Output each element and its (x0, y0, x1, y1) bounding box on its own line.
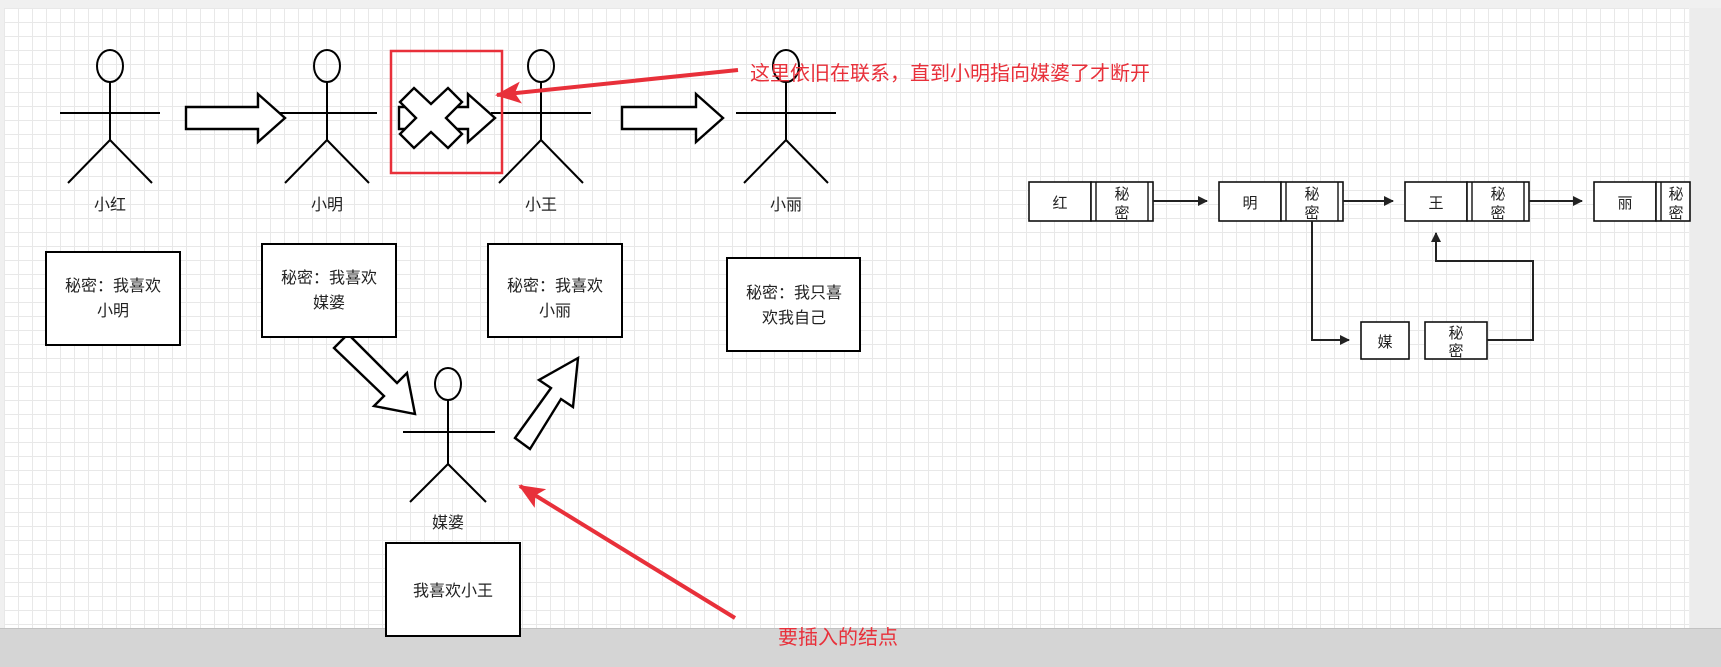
actor-label-xiaohong: 小红 (94, 195, 126, 214)
secret-xiaoming-line2: 媒婆 (313, 293, 345, 312)
actor-label-xiaoli: 小丽 (770, 195, 802, 214)
arrow-meipo-to-xiaowang (513, 355, 580, 451)
list-node-li-next-top: 秘 (1668, 185, 1683, 203)
list-node-mei-next-top: 秘 (1448, 324, 1463, 342)
secret-meipo-line1: 我喜欢小王 (413, 581, 493, 600)
secret-box-xiaowang: 秘密：我喜欢 小丽 (487, 243, 623, 338)
actor-xiaohong (60, 49, 160, 184)
bottom-scrollbar[interactable] (0, 628, 1721, 667)
link-ming-to-mei (1311, 221, 1350, 345)
list-node-wang-next-bottom: 密 (1490, 204, 1505, 222)
actor-label-xiaoming: 小明 (311, 195, 343, 214)
actor-xiaoming (277, 49, 377, 184)
link-mei-to-wang (1431, 232, 1534, 341)
annotation-bottom-text: 要插入的结点 (778, 625, 898, 649)
list-node-mei-data: 媒 (1377, 333, 1392, 351)
secret-xiaohong-line1: 秘密：我喜欢 (65, 276, 161, 295)
arrow-xiaowang-to-xiaoli (620, 91, 725, 145)
list-node-li: 丽 秘 密 (1593, 181, 1691, 222)
list-node-ming: 明 秘 密 (1218, 181, 1344, 222)
secret-box-meipo: 我喜欢小王 (385, 542, 521, 637)
list-node-hong: 红 秘 密 (1028, 181, 1154, 222)
list-node-hong-next-bottom: 密 (1114, 204, 1129, 222)
actor-xiaowang (491, 49, 591, 184)
list-node-mei-next-bottom: 密 (1448, 342, 1463, 360)
secret-xiaoming-line1: 秘密：我喜欢 (281, 268, 377, 287)
secret-xiaoli-line2: 欢我自己 (762, 308, 826, 327)
annotation-bottom-arrow (518, 484, 737, 620)
list-node-mei: 媒 秘 密 (1360, 321, 1488, 360)
list-node-wang: 王 秘 密 (1404, 181, 1530, 222)
secret-box-xiaoli: 秘密：我只喜 欢我自己 (726, 257, 861, 352)
list-node-hong-data: 红 (1052, 194, 1067, 212)
secret-box-xiaohong: 秘密：我喜欢 小明 (45, 251, 181, 346)
secret-xiaoli-line1: 秘密：我只喜 (746, 283, 842, 302)
actor-meipo (403, 367, 495, 503)
actor-xiaoli (736, 49, 836, 184)
arrow-xiaohong-to-xiaoming (184, 91, 287, 145)
actor-label-meipo: 媒婆 (432, 513, 464, 532)
list-node-li-data: 丽 (1617, 194, 1632, 212)
list-node-li-next-bottom: 密 (1668, 204, 1683, 222)
secret-xiaowang-line2: 小丽 (539, 301, 571, 320)
list-node-ming-next-bottom: 密 (1304, 204, 1319, 222)
broken-link-highlight-box (389, 49, 504, 175)
list-node-wang-next-top: 秘 (1490, 185, 1505, 203)
arrow-xiaoming-to-meipo (332, 332, 417, 416)
annotation-top-arrow (495, 68, 739, 104)
list-node-ming-next-top: 秘 (1304, 185, 1319, 203)
secret-xiaowang-line1: 秘密：我喜欢 (507, 276, 603, 295)
list-node-wang-data: 王 (1428, 194, 1443, 212)
list-node-ming-data: 明 (1242, 194, 1257, 212)
list-node-hong-next-top: 秘 (1114, 185, 1129, 203)
right-panel-edge (1690, 8, 1721, 628)
annotation-top-text: 这里依旧在联系，直到小明指向媒婆了才断开 (750, 61, 1150, 85)
broken-link-cross-icon (398, 86, 464, 150)
secret-xiaohong-line2: 小明 (97, 301, 129, 320)
actor-label-xiaowang: 小王 (525, 195, 557, 214)
secret-box-xiaoming: 秘密：我喜欢 媒婆 (261, 243, 397, 338)
